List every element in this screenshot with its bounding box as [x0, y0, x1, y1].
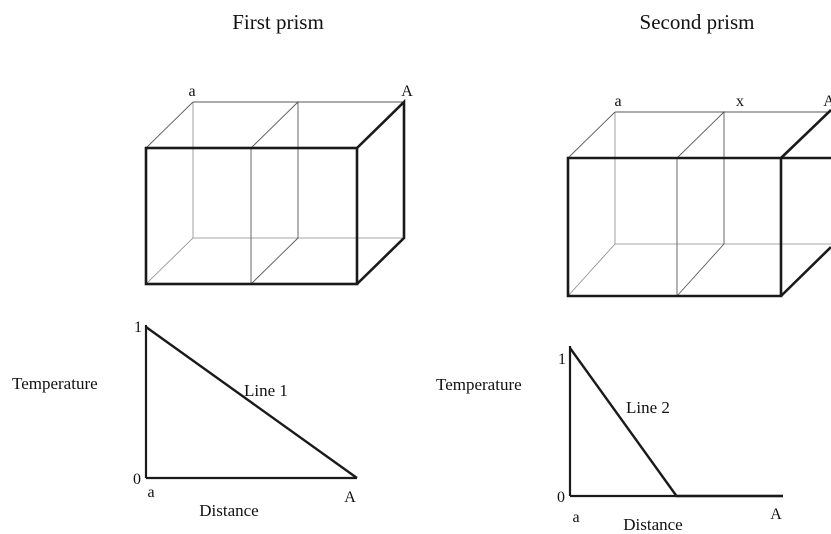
- second-prism-divider-plane: [676, 110, 725, 297]
- first-prism-divider-plane: [250, 100, 299, 285]
- second-prism-right-top-edge: [780, 109, 831, 159]
- first-prism-panel: First prism a A Temperature Distance 1 0…: [12, 10, 413, 520]
- first-graph-y-label: Temperature: [12, 374, 98, 393]
- first-prism-corner-A: A: [401, 83, 413, 100]
- second-graph-y-label: Temperature: [436, 375, 522, 394]
- second-temperature-graph: Temperature Distance 1 0 a A Line 2: [436, 346, 783, 534]
- first-prism-corner-a: a: [188, 83, 195, 100]
- second-graph-x-label: Distance: [623, 515, 682, 534]
- first-prism-title: First prism: [232, 10, 324, 34]
- second-graph-series-line-1: [569, 347, 783, 498]
- first-prism-right-face: [356, 98, 406, 285]
- second-prism-title: Second prism: [640, 10, 755, 34]
- second-prism-hidden-back-edges: [567, 243, 831, 297]
- first-graph-series-line-1: [145, 326, 358, 479]
- second-prism-corner-a: a: [614, 93, 621, 110]
- first-graph-x-start: a: [147, 484, 154, 501]
- first-graph-tick-1: 1: [134, 319, 142, 336]
- first-prism-top-left-edge: [145, 101, 194, 149]
- second-graph-tick-1: 1: [558, 351, 566, 368]
- second-prism-right-bottom-edge: [780, 246, 831, 297]
- first-graph-line-label: Line 1: [244, 381, 288, 400]
- second-prism-top-left-edge: [567, 111, 616, 159]
- first-graph-tick-0: 0: [133, 471, 141, 488]
- second-prism-front-face: [566, 156, 831, 298]
- second-prism-corner-x: x: [736, 93, 744, 110]
- second-prism-box: [566, 109, 831, 298]
- second-graph-x-start: a: [572, 509, 579, 526]
- second-graph-tick-0: 0: [557, 489, 565, 506]
- first-prism-front-face: [144, 146, 359, 286]
- first-graph-x-label: Distance: [199, 501, 258, 520]
- first-graph-x-end: A: [344, 489, 356, 506]
- second-prism-corner-A: A: [823, 93, 831, 110]
- first-prism-box: [144, 98, 406, 286]
- first-temperature-graph: Temperature Distance 1 0 a A Line 1: [12, 319, 358, 520]
- second-graph-x-end: A: [770, 506, 782, 523]
- second-graph-line-label: Line 2: [626, 398, 670, 417]
- second-prism-panel: Second prism a x A Temperature Distance …: [436, 10, 831, 534]
